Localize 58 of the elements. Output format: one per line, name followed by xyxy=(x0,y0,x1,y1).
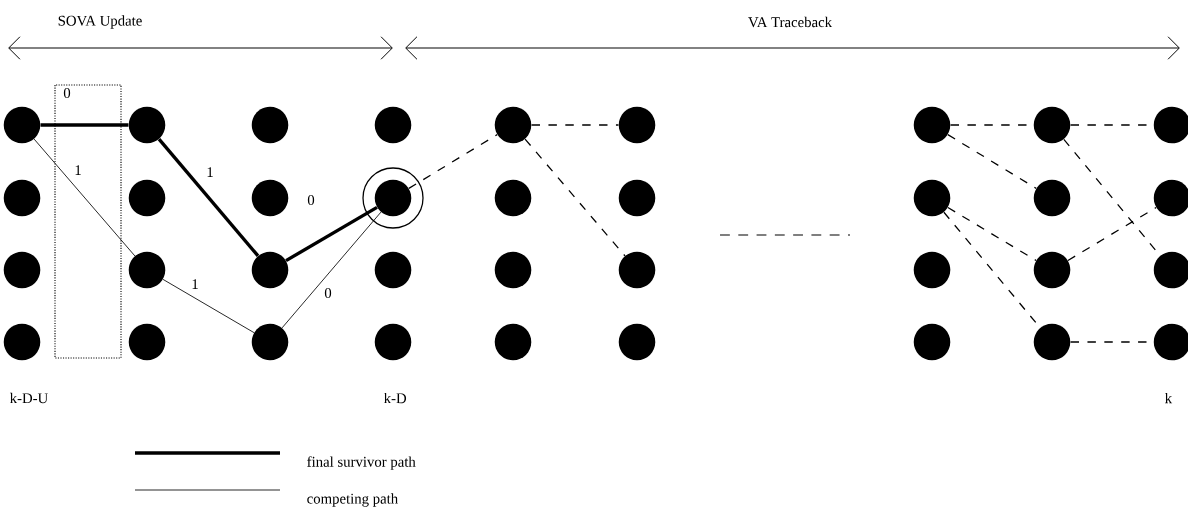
trellis-dot xyxy=(618,251,656,289)
edge-label: 1 xyxy=(72,163,84,177)
traceback-path xyxy=(947,206,1037,262)
edge-label: 0 xyxy=(61,86,73,100)
trellis-dot xyxy=(128,179,166,217)
trellis-dot xyxy=(913,106,951,144)
trellis-dot xyxy=(494,106,532,144)
traceback-path xyxy=(1063,138,1161,257)
trellis-dot xyxy=(1033,323,1071,361)
legend-text: final survivor path xyxy=(307,456,416,470)
traceback-path xyxy=(943,211,1041,329)
trellis-dot xyxy=(494,251,532,289)
trellis-dot xyxy=(251,179,289,217)
trellis-dot xyxy=(1033,106,1071,144)
trellis-dot xyxy=(3,323,41,361)
trellis-dot xyxy=(374,251,412,289)
trellis-dot xyxy=(494,323,532,361)
trellis-dot xyxy=(251,251,289,289)
edge-label: 1 xyxy=(189,277,201,291)
trellis-dot xyxy=(3,179,41,217)
trellis-dot xyxy=(374,106,412,144)
competing-path xyxy=(162,278,255,334)
trellis-dot xyxy=(251,106,289,144)
trellis-dot xyxy=(128,106,166,144)
trellis-dot xyxy=(374,323,412,361)
traceback-path xyxy=(408,134,498,189)
trellis-dot xyxy=(618,179,656,217)
span-label: VA Traceback xyxy=(748,16,833,28)
trellis-dot xyxy=(128,251,166,289)
competing-path xyxy=(281,211,382,329)
time-label: k-D-U xyxy=(10,392,48,404)
time-label: k xyxy=(1165,392,1173,404)
traceback-path xyxy=(947,134,1037,189)
trellis-dot xyxy=(3,251,41,289)
edge-label: 0 xyxy=(322,286,334,300)
survivor-path xyxy=(40,123,129,127)
competing-path xyxy=(33,138,136,257)
trellis-dot xyxy=(1033,179,1071,217)
trellis-dot xyxy=(374,179,412,217)
trellis-dot xyxy=(913,179,951,217)
traceback-path xyxy=(1067,206,1157,262)
span-label: SOVA Update xyxy=(58,15,142,29)
trellis-dot xyxy=(618,323,656,361)
trellis-dot xyxy=(494,179,532,217)
trellis-dot xyxy=(251,323,289,361)
survivor-path xyxy=(285,205,378,263)
trellis-dot xyxy=(913,251,951,289)
survivor-path xyxy=(157,138,260,257)
trellis-dot xyxy=(3,106,41,144)
traceback-path xyxy=(530,124,620,126)
edge-label: 1 xyxy=(204,165,216,179)
edge-label: 0 xyxy=(305,193,317,207)
trellis-dot xyxy=(913,323,951,361)
trellis-dot xyxy=(128,323,166,361)
trellis-dot xyxy=(1033,251,1071,289)
time-label: k-D xyxy=(384,392,407,404)
trellis-dot xyxy=(618,106,656,144)
legend-text: competing path xyxy=(307,493,398,507)
